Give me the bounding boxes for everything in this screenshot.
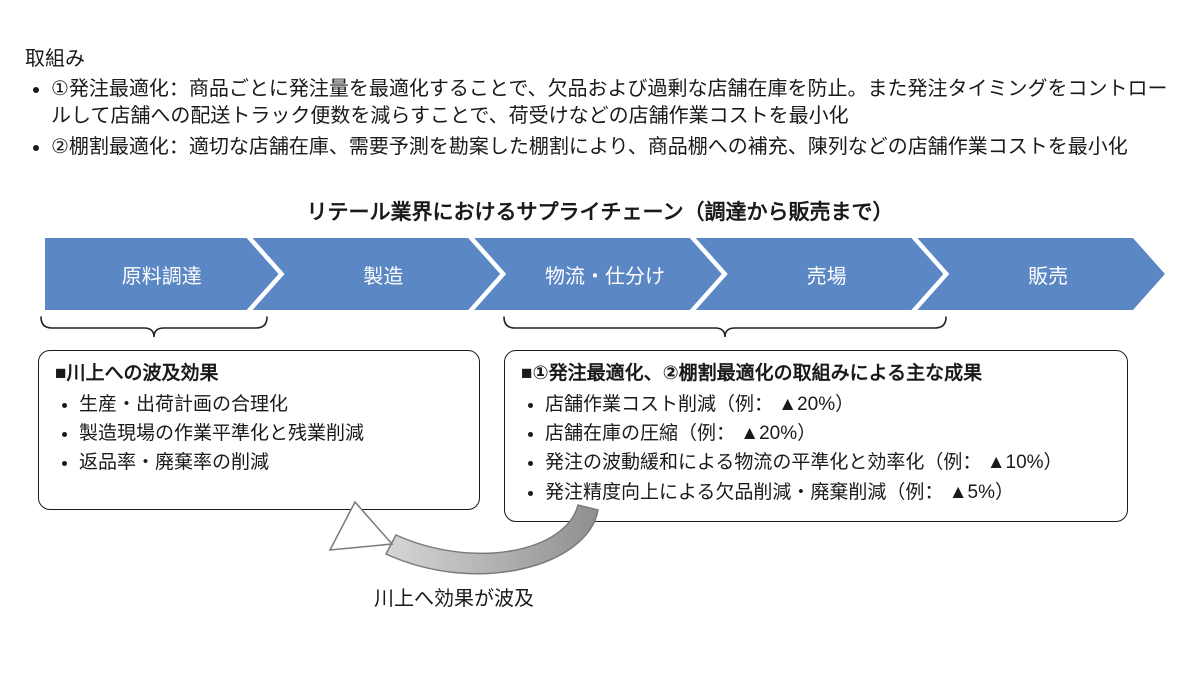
results-item: 発注精度向上による欠品削減・廃棄削減（例： ▲5%）	[545, 478, 1111, 507]
chevron-label: 売場	[806, 265, 847, 288]
chevron: 製造	[253, 238, 501, 310]
upstream-item: 生産・出荷計画の合理化	[79, 390, 463, 419]
chevron-flow: 原料調達 製造 物流・仕分け 売場 販売	[45, 238, 1165, 310]
results-item: 店舗在庫の圧縮（例： ▲20%）	[545, 419, 1111, 448]
upstream-box: ■川上への波及効果 生産・出荷計画の合理化 製造現場の作業平準化と残業削減 返品…	[38, 350, 480, 510]
header-title: 取組み	[25, 48, 85, 70]
results-box-items: 店舗作業コスト削減（例： ▲20%） 店舗在庫の圧縮（例： ▲20%） 発注の波…	[521, 390, 1111, 508]
results-box: ■①発注最適化、②棚割最適化の取組みによる主な成果 店舗作業コスト削減（例： ▲…	[504, 350, 1128, 522]
chevron: 原料調達	[45, 238, 279, 310]
header-bullet: ①発注最適化：商品ごとに発注量を最適化することで、欠品および過剰な店舗在庫を防止…	[51, 76, 1180, 130]
header-bullet: ②棚割最適化：適切な店舗在庫、需要予測を勘案した棚割により、商品棚への補充、陳列…	[51, 134, 1180, 161]
header-block: 取組み ①発注最適化：商品ごとに発注量を最適化することで、欠品および過剰な店舗在…	[25, 46, 1180, 165]
upstream-brace-icon	[40, 315, 268, 341]
upstream-box-items: 生産・出荷計画の合理化 製造現場の作業平準化と残業削減 返品率・廃棄率の削減	[55, 390, 463, 478]
results-item: 発注の波動緩和による物流の平準化と効率化（例： ▲10%）	[545, 448, 1111, 477]
chevron-label: 販売	[1028, 265, 1069, 288]
upstream-item: 返品率・廃棄率の削減	[79, 448, 463, 477]
ripple-arrow-label: 川上へ効果が波及	[374, 588, 534, 610]
diagram-title: リテール業界におけるサプライチェーン（調達から販売まで）	[306, 201, 894, 224]
chevron-label: 原料調達	[121, 265, 202, 288]
results-item: 店舗作業コスト削減（例： ▲20%）	[545, 390, 1111, 419]
chevron: 売場	[696, 238, 944, 310]
upstream-box-title: ■川上への波及効果	[55, 363, 219, 384]
chevron: 販売	[917, 238, 1165, 310]
results-box-title: ■①発注最適化、②棚割最適化の取組みによる主な成果	[521, 363, 983, 384]
chevron-label: 製造	[363, 265, 404, 288]
chevron-label: 物流・仕分け	[544, 265, 665, 288]
upstream-item: 製造現場の作業平準化と残業削減	[79, 419, 463, 448]
chevron: 物流・仕分け	[474, 238, 722, 310]
header-bullet-list: ①発注最適化：商品ごとに発注量を最適化することで、欠品および過剰な店舗在庫を防止…	[25, 76, 1180, 161]
downstream-brace-icon	[503, 315, 947, 341]
